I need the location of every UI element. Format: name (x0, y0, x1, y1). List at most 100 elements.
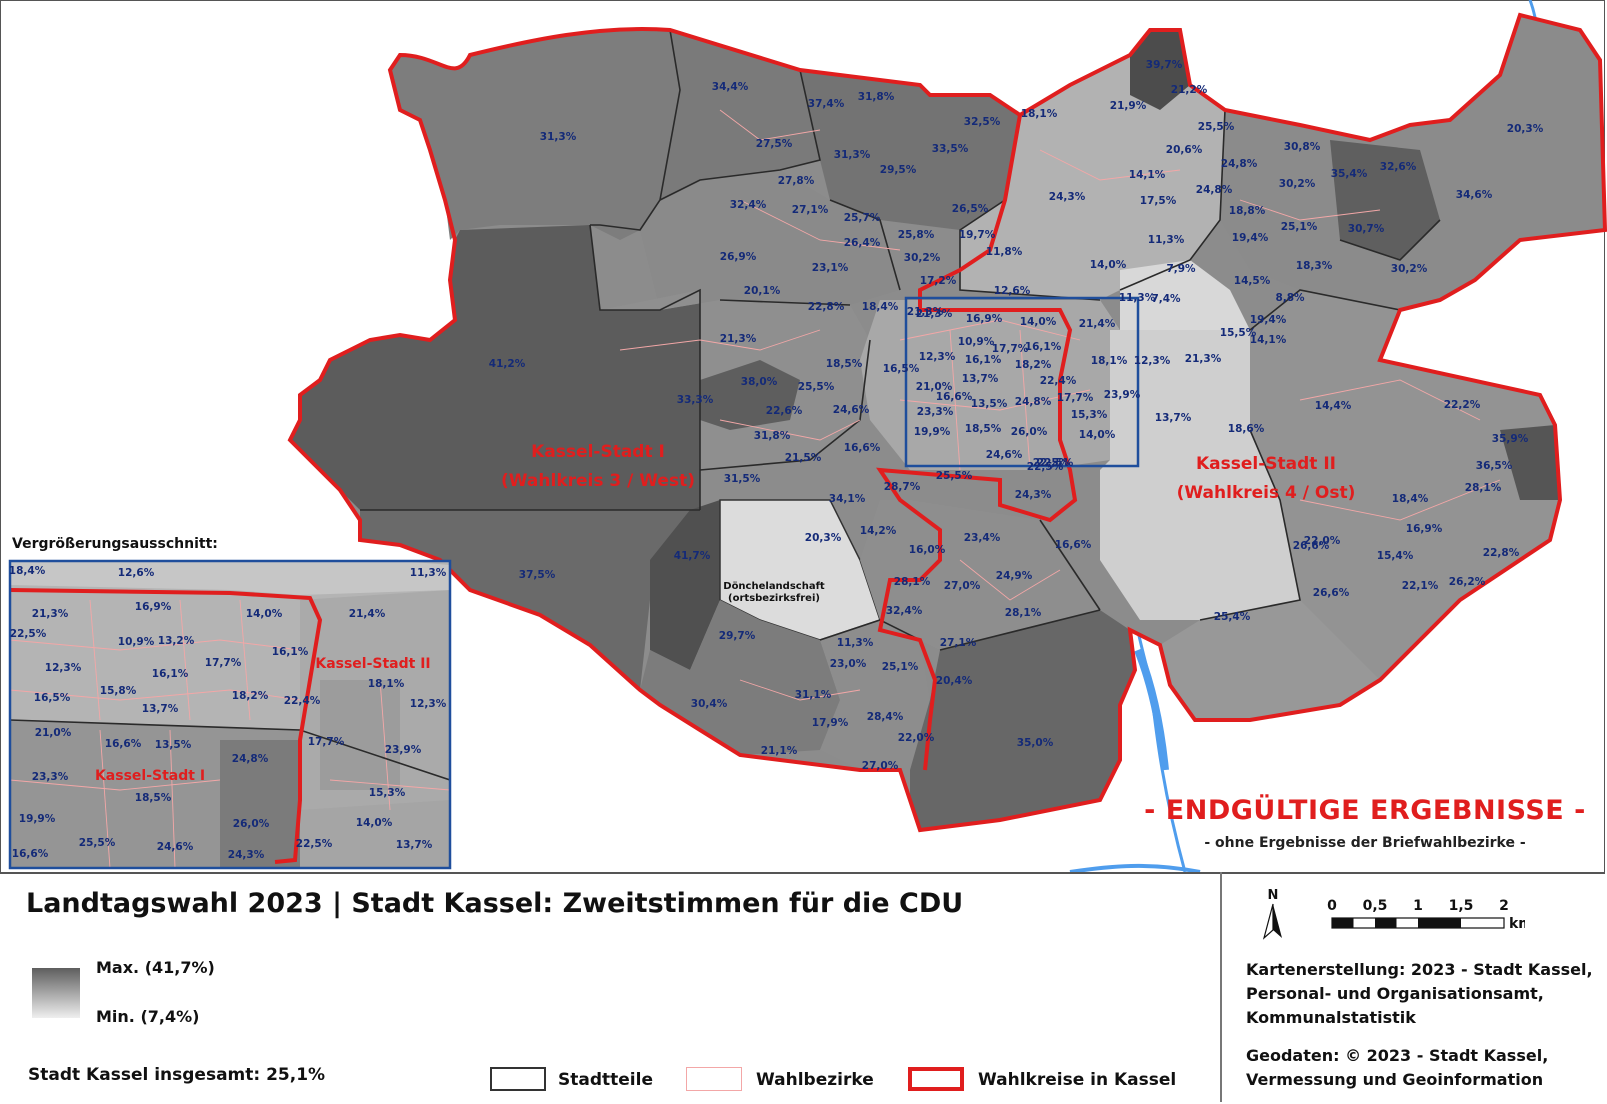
percentage-label: 24,8% (1196, 184, 1233, 196)
percentage-label: 24,6% (157, 841, 194, 853)
percentage-label: 21,1% (761, 745, 798, 757)
percentage-label: 20,1% (744, 285, 781, 297)
percentage-label: 14,0% (246, 608, 283, 620)
percentage-label: 26,6% (1313, 587, 1350, 599)
percentage-label: 35,0% (1017, 737, 1054, 749)
doenche-label-2: (ortsbezirksfrei) (728, 593, 820, 604)
percentage-label: 23,9% (1104, 389, 1141, 401)
percentage-label: 22,1% (1402, 580, 1439, 592)
percentage-label: 22,5% (1027, 461, 1064, 473)
percentage-label: 41,7% (674, 550, 711, 562)
credit-line-2: Personal- und Organisationsamt, (1246, 984, 1544, 1003)
credit-line-5: Vermessung und Geoinformation (1246, 1070, 1544, 1089)
credit-line-1: Kartenerstellung: 2023 - Stadt Kassel, (1246, 960, 1593, 979)
percentage-label: 24,8% (1015, 396, 1052, 408)
polygon-s1 (820, 620, 930, 770)
percentage-label: 25,1% (1281, 221, 1318, 233)
percentage-label: 37,5% (519, 569, 556, 581)
percentage-label: 26,6% (1293, 540, 1330, 552)
percentage-label: 25,1% (882, 661, 919, 673)
percentage-label: 14,0% (1079, 429, 1116, 441)
map-credits: Kartenerstellung: 2023 - Stadt Kassel, P… (1246, 958, 1593, 1030)
percentage-label: 17,2% (920, 275, 957, 287)
city-total-label: Stadt Kassel insgesamt: 25,1% (28, 1065, 326, 1085)
wahlkreis-divider (876, 114, 1078, 771)
percentage-label: 11,8% (986, 246, 1023, 258)
percentage-label: 26,0% (1011, 426, 1048, 438)
percentage-label: 17,7% (992, 343, 1029, 355)
percentage-label: 31,5% (724, 473, 761, 485)
polygon-sw-37 (360, 510, 700, 690)
percentage-label: 26,9% (720, 251, 757, 263)
polygon-se (1160, 600, 1380, 720)
percentage-label: 12,6% (994, 285, 1031, 297)
district-polygons (290, 15, 1605, 830)
percentage-label: 25,8% (898, 229, 935, 241)
percentage-label: 28,1% (1465, 482, 1502, 494)
percentage-label: 17,7% (308, 736, 345, 748)
percentage-label: 21,3% (1185, 353, 1222, 365)
percentage-label: 30,2% (904, 252, 941, 264)
percentage-label: 33,5% (932, 143, 969, 155)
percentage-label: 14,0% (356, 817, 393, 829)
north-arrow-icon: N (1262, 888, 1282, 940)
inset-label-west: Kassel-Stadt I (95, 768, 205, 784)
percentage-label: 34,6% (1456, 189, 1493, 201)
percentage-labels: 34,4%31,3%37,4%31,8%32,5%27,5%31,3%33,5%… (489, 59, 1544, 772)
percentage-label: 14,5% (1234, 275, 1271, 287)
scale-tick-3: 1,5 (1449, 898, 1474, 914)
percentage-label: 24,8% (232, 753, 269, 765)
percentage-label: 11,3% (1148, 234, 1185, 246)
scale-tick-4: 2 (1499, 898, 1509, 914)
percentage-label: 34,4% (712, 81, 749, 93)
percentage-label: 12,6% (118, 567, 155, 579)
inset-title: Vergrößerungsausschnitt: (12, 536, 218, 552)
percentage-label: 25,5% (798, 381, 835, 393)
percentage-label: 23,9% (385, 744, 422, 756)
east-district-label-2: (Wahlkreis 4 / Ost) (1177, 483, 1356, 503)
percentage-label: 35,4% (1331, 168, 1368, 180)
percentage-label: 22,4% (1040, 375, 1077, 387)
stadtteil-boundaries (360, 29, 1441, 651)
percentage-label: 27,8% (778, 175, 815, 187)
percentage-label: 27,0% (944, 580, 981, 592)
percentage-label: 7,4% (1151, 293, 1181, 305)
percentage-label: 34,1% (829, 493, 866, 505)
percentage-label: 32,4% (730, 199, 767, 211)
percentage-label: 13,7% (1155, 412, 1192, 424)
percentage-label: 23,3% (32, 771, 69, 783)
inset-percentage-labels: 18,4%12,6%11,3%21,3%16,9%14,0%21,4%22,5%… (9, 565, 447, 861)
percentage-label: 22,5% (10, 628, 47, 640)
percentage-label: 14,0% (1020, 316, 1057, 328)
polygon-center (860, 300, 1120, 470)
west-district-label-2: (Wahlkreis 3 / West) (501, 471, 695, 491)
percentage-label: 28,1% (894, 576, 931, 588)
percentage-label: 16,9% (1406, 523, 1443, 535)
percentage-label: 16,9% (135, 601, 172, 613)
percentage-label: 21,3% (916, 308, 953, 320)
polygon-sw2 (640, 600, 840, 755)
percentage-label: 29,5% (880, 164, 917, 176)
percentage-label: 26,0% (233, 818, 270, 830)
percentage-label: 31,8% (858, 91, 895, 103)
percentage-label: 18,5% (135, 792, 172, 804)
scale-tick-2: 1 (1413, 898, 1423, 914)
polygon-west-41 (290, 225, 700, 510)
percentage-label: 24,9% (996, 570, 1033, 582)
percentage-label: 19,4% (1232, 232, 1269, 244)
geodata-credits: Geodaten: © 2023 - Stadt Kassel, Vermess… (1246, 1044, 1548, 1092)
west-district-label-1: Kassel-Stadt I (531, 442, 665, 462)
inset-frame (8, 559, 452, 870)
percentage-label: 22,0% (898, 732, 935, 744)
percentage-label: 12,3% (410, 698, 447, 710)
percentage-label: 30,2% (1391, 263, 1428, 275)
polygon-41-7 (650, 500, 720, 670)
percentage-label: 22,4% (284, 695, 321, 707)
percentage-label: 10,9% (118, 636, 155, 648)
polygon-nw (390, 29, 680, 240)
percentage-label: 22,5% (296, 838, 333, 850)
percentage-label: 15,3% (1071, 409, 1108, 421)
scale-tick-0: 0 (1327, 898, 1337, 914)
percentage-label: 25,7% (844, 212, 881, 224)
percentage-label: 12,3% (1134, 355, 1171, 367)
